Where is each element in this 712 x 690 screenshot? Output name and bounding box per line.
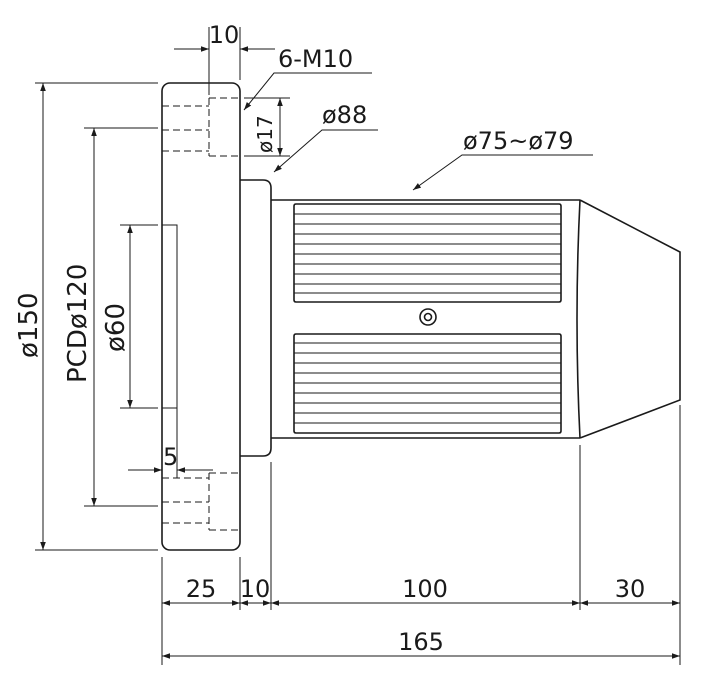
flange-length-label: 25 bbox=[186, 575, 217, 603]
total-length-label: 165 bbox=[398, 628, 444, 656]
bore-recess bbox=[162, 224, 178, 409]
hole-diameter-label: ø17 bbox=[253, 115, 277, 153]
motor-body-outline bbox=[271, 199, 581, 439]
cooling-fins-upper bbox=[293, 203, 562, 303]
bolt-hole-lower-hidden bbox=[162, 472, 240, 531]
cooling-fins-lower bbox=[293, 333, 562, 434]
flange-thickness-label: 10 bbox=[209, 21, 240, 49]
recess-depth-label: 5 bbox=[163, 443, 178, 471]
taper-length-label: 30 bbox=[615, 575, 646, 603]
outer-diameter-label: ø150 bbox=[14, 292, 44, 358]
dimension-lines bbox=[40, 46, 680, 659]
body-length-label: 100 bbox=[402, 575, 448, 603]
body-diameter-label: ø75~ø79 bbox=[463, 127, 574, 155]
pcd-label: PCDø120 bbox=[63, 264, 93, 383]
terminal-screw-icon bbox=[419, 308, 437, 326]
bolt-hole-upper-hidden bbox=[162, 97, 240, 157]
spigot-outline bbox=[240, 179, 272, 457]
bolt-holes-label: 6-M10 bbox=[278, 45, 353, 73]
spigot-length-label: 10 bbox=[240, 575, 271, 603]
flange-outline bbox=[161, 82, 241, 551]
bore-diameter-label: ø60 bbox=[101, 303, 131, 352]
tapered-end-outline bbox=[579, 199, 681, 439]
spigot-diameter-label: ø88 bbox=[322, 101, 367, 129]
